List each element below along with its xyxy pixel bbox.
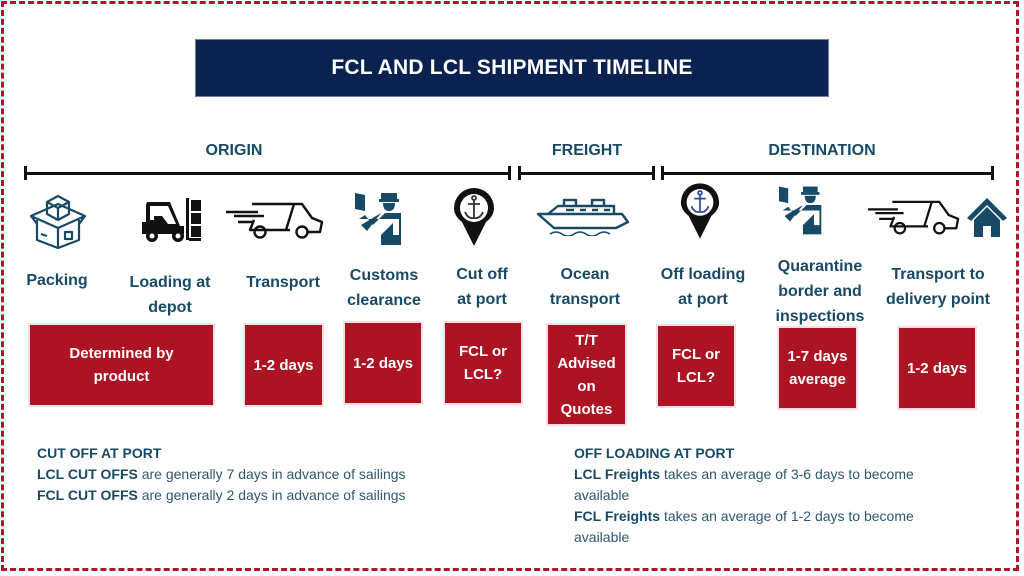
customs-officer-icon <box>779 186 822 235</box>
forklift-icon <box>142 198 201 242</box>
notes-heading: CUT OFF AT PORT <box>37 445 162 461</box>
phase-label-origin: ORIGIN <box>205 142 263 159</box>
anchor-pin-icon <box>454 188 494 246</box>
title-banner: FCL AND LCL SHIPMENT TIMELINE <box>195 39 829 97</box>
notes-line-lcl: LCL CUT OFFS are generally 7 days in adv… <box>37 466 406 482</box>
duration-box-ocean-transport: T/T Advised on Quotes <box>548 325 625 424</box>
notes-line-fcl: FCL CUT OFFS are generally 2 days in adv… <box>37 487 406 503</box>
truck-icon <box>867 200 960 235</box>
anchor-pin-icon <box>680 183 720 239</box>
destination-timeline-bracket <box>661 166 994 180</box>
duration-box-quarantine: 1-7 days average <box>779 328 856 408</box>
origin-timeline-bracket <box>24 166 511 180</box>
notes-heading: OFF LOADING AT PORT <box>574 445 735 461</box>
customs-officer-icon <box>355 193 401 245</box>
notes-off-loading-at-port: OFF LOADING AT PORT LCL Freights takes a… <box>574 443 969 548</box>
duration-box-off-loading: FCL or LCL? <box>658 326 734 406</box>
phase-label-freight: FREIGHT <box>551 142 623 159</box>
duration-box-customs: 1-2 days <box>345 323 421 403</box>
notes-line-fcl: FCL Freights takes an average of 1-2 day… <box>574 508 914 545</box>
step-label-transport: Transport <box>246 274 320 291</box>
house-icon <box>967 198 1007 237</box>
truck-icon <box>226 202 324 239</box>
page-title: FCL AND LCL SHIPMENT TIMELINE <box>331 56 693 79</box>
duration-box-delivery: 1-2 days <box>899 328 975 408</box>
freight-timeline-bracket <box>518 166 655 180</box>
phase-label-destination: DESTINATION <box>768 142 876 159</box>
notes-line-lcl: LCL Freights takes an average of 3-6 day… <box>574 466 914 503</box>
notes-cut-off-at-port: CUT OFF AT PORT LCL CUT OFFS are general… <box>37 443 507 506</box>
ship-icon <box>536 198 630 236</box>
duration-box-transport: 1-2 days <box>245 325 322 405</box>
duration-box-cut-off: FCL or LCL? <box>445 323 521 403</box>
duration-box-packing-loading: Determined by product <box>30 325 213 405</box>
box-icon <box>29 194 87 250</box>
step-label-packing: Packing <box>26 272 88 289</box>
